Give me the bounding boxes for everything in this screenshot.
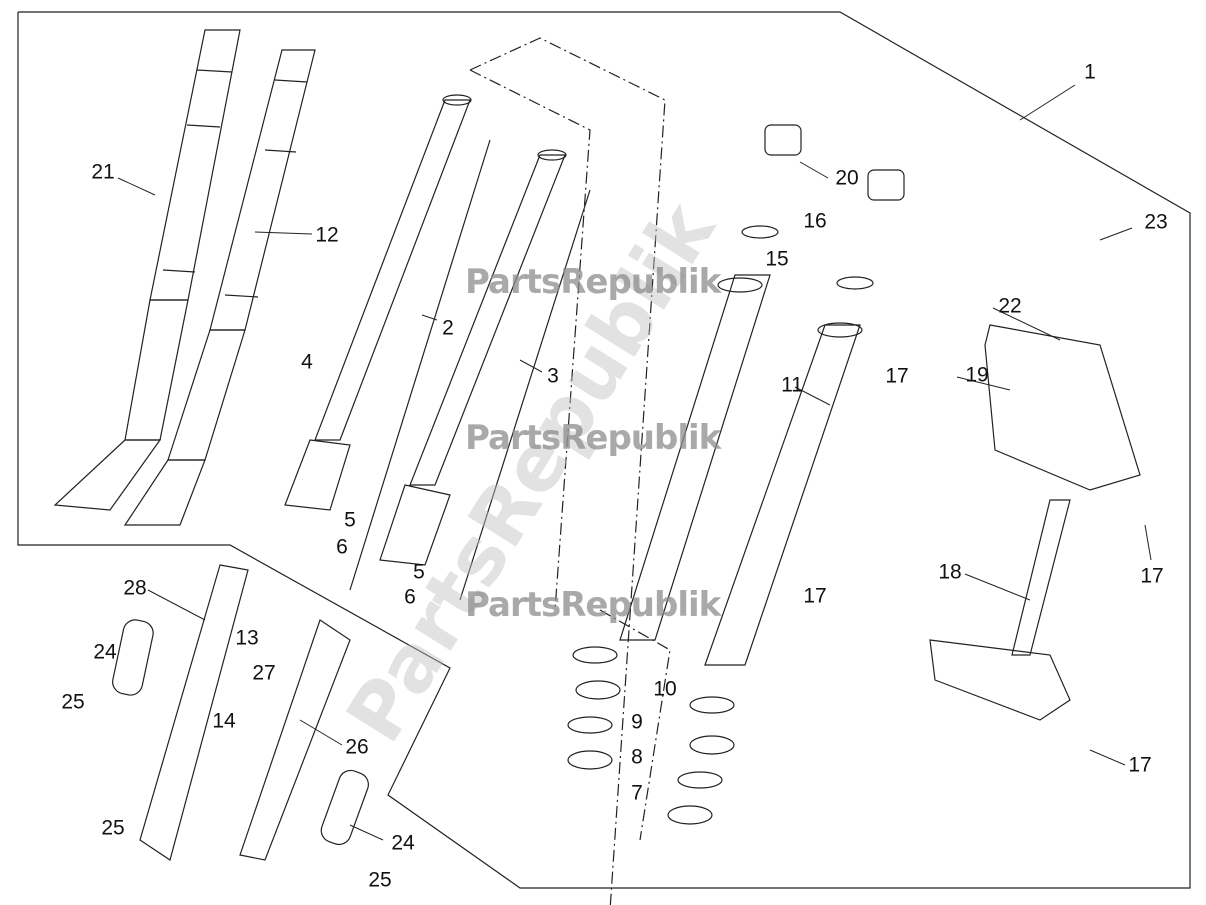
part-label: 24 bbox=[93, 640, 117, 664]
part-label: 17 bbox=[885, 364, 909, 388]
part-label: 14 bbox=[212, 709, 236, 733]
part-label: 13 bbox=[235, 626, 259, 650]
part-label: 19 bbox=[965, 363, 989, 387]
outer-tube-11 bbox=[704, 324, 861, 666]
outer-tube-left bbox=[619, 274, 771, 641]
part-label: 16 bbox=[803, 209, 827, 233]
reflector-24b bbox=[320, 769, 369, 846]
fork-tube-2 bbox=[314, 99, 471, 441]
watermark: PartsRepublik bbox=[465, 418, 721, 458]
fork-cap-20b bbox=[867, 169, 905, 201]
part-label: 8 bbox=[631, 745, 643, 769]
assembly-outline bbox=[17, 11, 1191, 889]
fork-foot-2 bbox=[284, 439, 351, 511]
part-label: 26 bbox=[345, 735, 369, 759]
part-label: 4 bbox=[301, 350, 313, 374]
fork-cap-20a bbox=[764, 124, 802, 156]
part-label: 24 bbox=[391, 831, 415, 855]
fork-assembly-21 bbox=[53, 29, 241, 511]
part-label: 23 bbox=[1144, 210, 1168, 234]
part-label: 7 bbox=[631, 781, 643, 805]
fork-tube-3 bbox=[409, 154, 566, 486]
watermark: PartsRepublik bbox=[465, 262, 721, 302]
part-label: 10 bbox=[653, 677, 677, 701]
part-label: 21 bbox=[91, 160, 115, 184]
part-label: 25 bbox=[61, 690, 85, 714]
fork-guard-28 bbox=[139, 564, 249, 861]
part-label: 2 bbox=[442, 316, 454, 340]
part-label: 6 bbox=[404, 585, 416, 609]
part-label: 25 bbox=[368, 868, 392, 892]
part-label: 5 bbox=[344, 508, 356, 532]
leader-lines bbox=[117, 84, 1152, 841]
lower-triple-clamp bbox=[929, 639, 1071, 721]
part-label: 3 bbox=[547, 364, 559, 388]
steering-stem-18 bbox=[1011, 499, 1071, 656]
part-label: 1 bbox=[1084, 60, 1096, 84]
part-label: 28 bbox=[123, 576, 147, 600]
part-label: 11 bbox=[781, 373, 803, 397]
part-label: 18 bbox=[938, 560, 962, 584]
dashed-guide bbox=[469, 69, 591, 611]
part-label: 27 bbox=[252, 661, 276, 685]
part-label: 17 bbox=[803, 584, 827, 608]
dashed-guide bbox=[599, 609, 671, 841]
part-label: 9 bbox=[631, 710, 643, 734]
reflector-24a bbox=[112, 619, 154, 696]
part-label: 17 bbox=[1128, 753, 1152, 777]
part-label: 15 bbox=[765, 247, 789, 271]
part-label: 6 bbox=[336, 535, 348, 559]
fork-foot-3 bbox=[379, 484, 451, 566]
fork-assembly-12 bbox=[123, 49, 316, 526]
part-label: 25 bbox=[101, 816, 125, 840]
part-label: 5 bbox=[413, 560, 425, 584]
part-label: 22 bbox=[998, 294, 1022, 318]
upper-triple-clamp-19 bbox=[984, 324, 1141, 491]
part-label: 20 bbox=[835, 166, 859, 190]
part-label: 17 bbox=[1140, 564, 1164, 588]
dashed-guide bbox=[469, 37, 666, 905]
watermark: PartsRepublik bbox=[465, 585, 721, 625]
fork-guard-26 bbox=[239, 619, 351, 861]
part-label: 12 bbox=[315, 223, 339, 247]
